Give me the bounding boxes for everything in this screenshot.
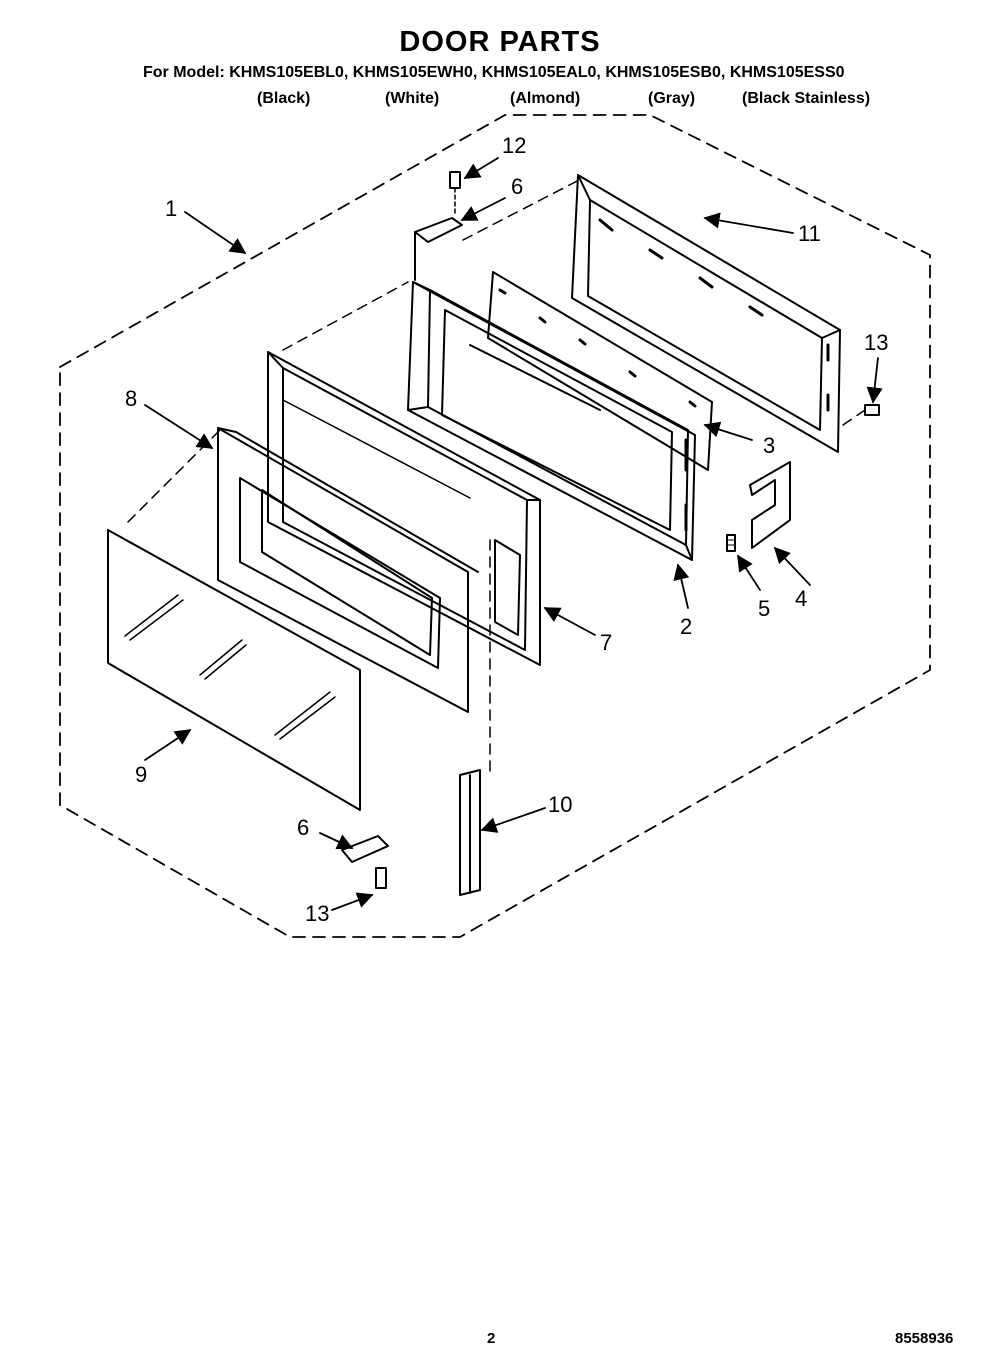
callout-8: 8	[125, 386, 138, 411]
callout-leaders	[144, 157, 883, 911]
callout-5: 5	[758, 596, 771, 621]
part-9-outer-glass	[107, 529, 361, 811]
callout-9: 9	[135, 762, 148, 787]
construction-lines	[127, 177, 866, 523]
drawing-code: 8558936	[895, 1330, 954, 1347]
variant-black: (Black)	[257, 90, 311, 107]
part-11-rear-frame	[571, 174, 841, 453]
part-3-screen-panel	[487, 271, 713, 471]
callout-6-bottom: 6	[297, 815, 310, 840]
callout-2: 2	[680, 614, 693, 639]
part-13-screw-right	[864, 404, 880, 416]
part-12-screw	[449, 171, 461, 216]
variant-black-stainless: (Black Stainless)	[742, 90, 871, 107]
callout-6-top: 6	[511, 174, 524, 199]
model-list: For Model: KHMS105EBL0, KHMS105EWH0, KHM…	[143, 64, 845, 81]
variant-white: (White)	[385, 90, 440, 107]
page-number: 2	[487, 1330, 496, 1347]
part-6-hinge-top	[414, 217, 463, 281]
assembly-boundary	[59, 114, 931, 938]
page-title: DOOR PARTS	[399, 26, 601, 58]
callout-4: 4	[795, 586, 808, 611]
part-6-hinge-bottom	[341, 835, 389, 863]
callout-13-bottom: 13	[305, 901, 330, 926]
callout-13-right: 13	[864, 330, 889, 355]
variant-almond: (Almond)	[510, 90, 581, 107]
part-5-spring	[726, 534, 736, 552]
part-10-handle	[459, 539, 491, 896]
callout-10: 10	[548, 792, 573, 817]
callout-7: 7	[600, 630, 613, 655]
part-4-latch-bracket	[749, 461, 791, 549]
callout-12: 12	[502, 133, 527, 158]
callout-3: 3	[763, 433, 776, 458]
variant-gray: (Gray)	[648, 90, 696, 107]
part-2-inner-frame	[407, 281, 696, 561]
callout-1: 1	[165, 196, 178, 221]
part-7-door-chassis	[267, 351, 541, 666]
part-8-door-trim	[217, 427, 479, 713]
callout-11: 11	[798, 221, 821, 246]
part-13-screw-bottom	[375, 867, 387, 889]
